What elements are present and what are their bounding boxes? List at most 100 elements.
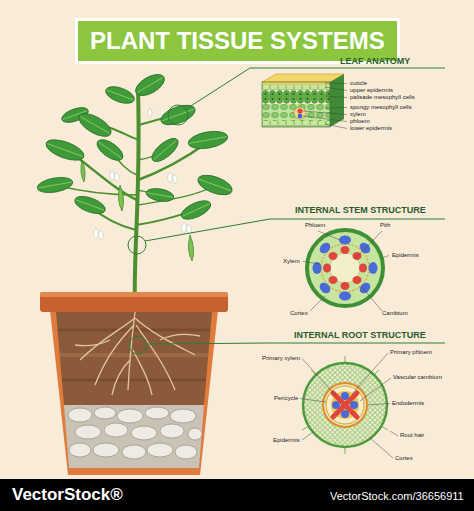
stem-cross-section bbox=[353, 276, 362, 284]
plant-leaves bbox=[73, 193, 108, 217]
flower-pot bbox=[104, 423, 128, 437]
leaf-section bbox=[298, 114, 303, 119]
plant-roots bbox=[136, 325, 175, 390]
part-label: Pericycle bbox=[274, 395, 298, 402]
leaf-section bbox=[294, 107, 306, 119]
stem-cross-section bbox=[341, 246, 350, 254]
leader-line bbox=[302, 359, 336, 397]
plant-flowers bbox=[173, 174, 178, 184]
plant-leaves bbox=[195, 171, 234, 198]
flower-pot bbox=[62, 379, 206, 382]
pea-pods bbox=[81, 160, 85, 182]
flower-pot bbox=[56, 312, 212, 405]
leader-line bbox=[325, 87, 347, 91]
flower-pot bbox=[40, 292, 228, 312]
flower-pot bbox=[58, 329, 210, 332]
plant-leaves bbox=[179, 197, 214, 223]
leaf-section bbox=[262, 82, 330, 127]
part-label: Cambium bbox=[382, 310, 408, 317]
leader-line bbox=[356, 231, 382, 258]
leader-line bbox=[325, 107, 347, 109]
plant-leaves bbox=[99, 142, 122, 158]
part-label: lower epidermis bbox=[350, 125, 392, 132]
plant-leaves bbox=[162, 109, 194, 121]
section-heading: INTERNAL ROOT STRUCTURE bbox=[294, 330, 426, 341]
root-cross-section bbox=[333, 393, 357, 417]
plant-leaves bbox=[132, 70, 168, 100]
callout-leaders bbox=[168, 105, 188, 125]
root-cross-section bbox=[302, 356, 388, 454]
callout-leaders bbox=[147, 343, 445, 344]
flower-pot bbox=[160, 424, 184, 438]
leader-line bbox=[325, 124, 347, 129]
plant-leaves bbox=[195, 171, 234, 198]
plant-leaves bbox=[47, 144, 83, 157]
leader-line bbox=[300, 399, 326, 403]
plant-roots bbox=[133, 350, 152, 395]
flower-pot bbox=[94, 407, 116, 419]
plant-leaves bbox=[104, 83, 137, 106]
leader-line bbox=[325, 96, 347, 98]
plant-leaves bbox=[145, 187, 175, 204]
plant-leaves bbox=[94, 136, 127, 165]
flower-pot bbox=[117, 409, 143, 423]
part-label: Root hair bbox=[400, 432, 424, 439]
stem-cross-section bbox=[307, 230, 383, 306]
part-label: Xylem bbox=[283, 258, 300, 265]
part-label: Primary xylem bbox=[262, 355, 300, 362]
plant-flowers bbox=[148, 108, 152, 117]
plant-leaves bbox=[137, 78, 163, 93]
root-cross-section bbox=[303, 363, 387, 447]
part-label: cuticle bbox=[350, 80, 367, 87]
leader-line bbox=[325, 83, 347, 85]
stem-cross-section bbox=[329, 252, 338, 260]
leader-line bbox=[303, 262, 320, 265]
stem-cross-section bbox=[323, 264, 331, 273]
leader-line bbox=[362, 287, 382, 311]
callout-leaders bbox=[128, 68, 445, 354]
part-label: Phloem bbox=[305, 222, 325, 229]
plant-leaves bbox=[199, 179, 231, 191]
stem-cross-section bbox=[307, 230, 383, 306]
flower-pot bbox=[188, 428, 202, 440]
plant-leaves bbox=[76, 200, 104, 210]
part-label: Primary phloem bbox=[390, 349, 432, 356]
leader-line bbox=[352, 353, 388, 394]
plant-flowers bbox=[94, 108, 192, 240]
leader-line bbox=[368, 404, 390, 406]
plant-leaves bbox=[154, 140, 177, 159]
plant-roots bbox=[112, 360, 130, 395]
plant-leaves bbox=[38, 182, 71, 188]
plant-leaves bbox=[145, 187, 175, 204]
leaf-section bbox=[262, 74, 344, 127]
plant-leaves bbox=[36, 70, 235, 223]
plant-leaves bbox=[36, 175, 74, 195]
leader-line bbox=[310, 296, 325, 311]
flower-pot bbox=[50, 310, 218, 475]
leaf-section bbox=[330, 74, 344, 127]
part-label: Cortex bbox=[395, 455, 413, 462]
plant-stem bbox=[55, 88, 215, 310]
flower-pot bbox=[69, 443, 91, 457]
stem-cross-section bbox=[339, 292, 351, 301]
part-label: Epidermis bbox=[273, 437, 300, 444]
leaf-section bbox=[297, 108, 302, 113]
callout-leaders bbox=[128, 236, 146, 254]
callout-leaders bbox=[145, 219, 445, 241]
watermark-bar bbox=[0, 479, 474, 511]
flower-pot bbox=[170, 409, 196, 423]
plant-roots bbox=[75, 312, 200, 395]
plant-leaves bbox=[189, 137, 226, 144]
leader-line bbox=[303, 231, 389, 311]
leaf-section bbox=[262, 85, 330, 91]
plant-leaves bbox=[94, 136, 127, 165]
leaf-section bbox=[262, 74, 344, 82]
flower-pot bbox=[145, 407, 169, 419]
part-label: xylem bbox=[350, 111, 366, 118]
stem-cross-section bbox=[321, 244, 369, 292]
leader-line bbox=[382, 256, 389, 259]
flower-pot bbox=[75, 425, 101, 439]
part-label: spongy mesophyll cells bbox=[350, 104, 412, 111]
plant-leaves bbox=[107, 90, 133, 100]
plant-leaves bbox=[187, 129, 229, 152]
